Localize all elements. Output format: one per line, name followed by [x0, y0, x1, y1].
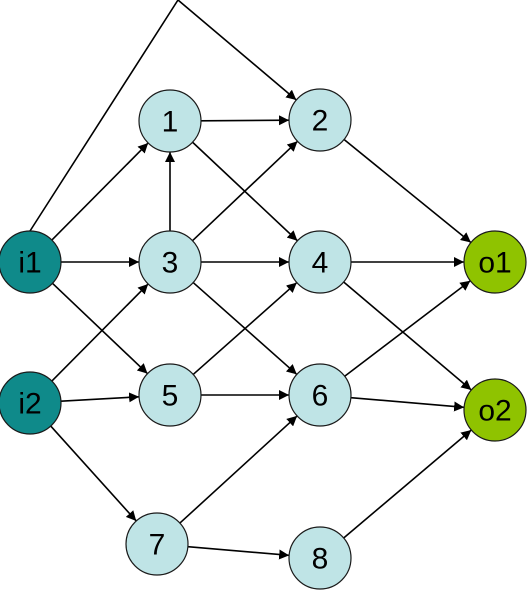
node-i2: i2	[0, 371, 62, 435]
edge-3-to-2	[191, 140, 299, 242]
node-i1-label: i1	[18, 247, 41, 280]
edge-i2-to-5	[60, 392, 140, 403]
node-7-label: 7	[149, 529, 166, 562]
edge-6-to-o2	[350, 396, 465, 412]
edge-4-to-o2	[343, 281, 472, 391]
node-2: 2	[288, 88, 352, 152]
node-i1-circle	[0, 230, 62, 294]
node-8-label: 8	[312, 543, 329, 576]
node-4-label: 4	[312, 247, 329, 280]
node-1-circle	[138, 89, 202, 153]
node-o1-circle	[463, 230, 527, 294]
edge-7-to-8	[187, 545, 290, 560]
nodes-layer: i1 i2 1 2 3 4 5 6 7 8 o1 o2	[0, 88, 527, 590]
edge-6-to-o1	[344, 280, 471, 377]
edge-8-to-o2	[343, 429, 472, 539]
node-8: 8	[288, 526, 352, 590]
edge-i2-to-7	[50, 425, 137, 522]
node-8-circle	[288, 526, 352, 590]
edge-2-to-o1	[343, 138, 472, 244]
edges-layer	[29, 0, 472, 560]
node-2-label: 2	[312, 105, 329, 138]
node-i2-circle	[0, 371, 62, 435]
node-5: 5	[138, 363, 202, 427]
node-7-circle	[125, 512, 189, 576]
edge-i1-to-2	[29, 0, 297, 232]
edge-1-to-2	[200, 115, 290, 126]
node-4: 4	[288, 230, 352, 294]
node-1-label: 1	[162, 106, 179, 139]
node-3-circle	[138, 230, 202, 294]
node-5-label: 5	[162, 380, 179, 413]
edge-7-to-6	[179, 415, 298, 524]
node-o1: o1	[463, 230, 527, 294]
node-6-circle	[288, 363, 352, 427]
node-i2-label: i2	[18, 388, 41, 421]
node-2-circle	[288, 88, 352, 152]
node-7: 7	[125, 512, 189, 576]
node-1: 1	[138, 89, 202, 153]
node-5-circle	[138, 363, 202, 427]
node-3-label: 3	[162, 247, 179, 280]
node-6: 6	[288, 363, 352, 427]
node-o1-label: o1	[478, 247, 511, 280]
edge-i2-to-3	[51, 283, 149, 382]
edge-i1-to-5	[51, 282, 149, 375]
node-3: 3	[138, 230, 202, 294]
node-6-label: 6	[312, 380, 329, 413]
node-o2-label: o2	[478, 395, 511, 428]
edge-5-to-4	[192, 281, 298, 376]
node-o2-circle	[463, 378, 527, 442]
node-4-circle	[288, 230, 352, 294]
node-o2: o2	[463, 378, 527, 442]
node-i1: i1	[0, 230, 62, 294]
edge-i1-to-1	[51, 142, 149, 241]
